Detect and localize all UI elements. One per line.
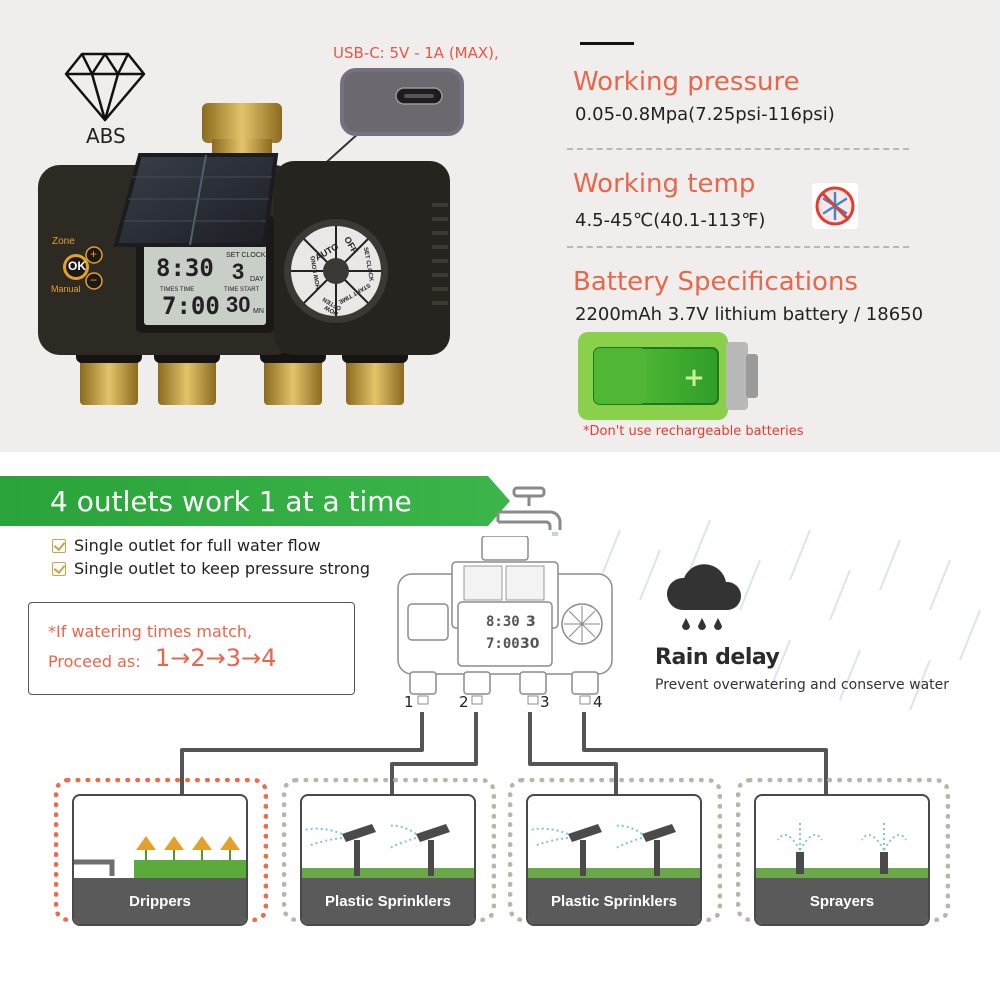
card-label: Sprayers [756,878,928,924]
battery-specs-title: Battery Specifications [573,267,858,297]
battery-icon: + [578,332,758,420]
svg-text:30: 30 [520,636,540,652]
material-label: ABS [86,124,126,148]
sprayer-illustration [756,820,928,886]
lcd-times-time-label: TIMES TIME [160,287,195,293]
card-label: Plastic Sprinklers [528,878,700,924]
svg-text:8:30: 8:30 [486,614,520,630]
product-specs-panel: ABS USB-C: 5V - 1A (MAX), [0,0,1000,452]
check-item-label: Single outlet to keep pressure strong [74,559,371,578]
rain-delay-title: Rain delay [655,645,780,670]
svg-text:7:00: 7:00 [486,636,520,652]
lcd-day-label: DAY [250,276,264,283]
rain-cloud-icon [666,564,742,630]
lcd-times-value: 7:00 [162,292,220,320]
battery-warning-note: *Don't use rechargeable batteries [583,424,804,439]
working-pressure-value: 0.05-0.8Mpa(7.25psi-116psi) [575,104,835,125]
outlet-number: 3 [540,693,550,711]
lcd-long-label: LONG [241,218,261,225]
rain-background [600,520,981,711]
usb-spec-label: USB-C: 5V - 1A (MAX), [333,44,499,62]
lcd-clock: 8:30 [156,254,214,282]
check-item: Single outlet to keep pressure strong [52,559,370,578]
note-line-1: *If watering times match, [48,622,253,641]
plastic-sprinklers-card: Plastic Sprinklers [526,794,702,926]
lcd-time-start-label: TIME START [224,287,260,293]
manual-button-label: Manual [51,284,81,294]
svg-text:+: + [683,363,705,393]
card-label: Plastic Sprinklers [302,878,474,924]
checkbox-icon [52,562,66,576]
checkbox-icon [52,539,66,553]
lcd-start-value: 30 [226,292,251,317]
faucet-icon [496,486,562,536]
check-item-label: Single outlet for full water flow [74,536,321,555]
lcd-long-value: 10 [244,226,263,245]
water-timer-device [38,103,450,405]
outlet-number: 2 [459,693,469,711]
zone-button-label: Zone [52,236,75,247]
check-item: Single outlet for full water flow [52,536,321,555]
working-pressure-title: Working pressure [573,67,800,97]
sprinkler-illustration [528,824,700,886]
outlet-number: 1 [404,693,414,711]
no-freeze-icon [812,183,858,229]
svg-text:3: 3 [526,614,536,630]
lcd-day-value: 3 [232,259,245,284]
divider [567,148,909,150]
outlets-banner: 4 outlets work 1 at a time [0,476,510,526]
sprayers-card: Sprayers [754,794,930,926]
battery-specs-value: 2200mAh 3.7V lithium battery / 18650 [575,304,924,325]
diamond-icon [64,52,146,122]
note-sequence: 1→2→3→4 [155,644,277,672]
card-label: Drippers [74,878,246,924]
working-temp-title: Working temp [573,169,756,199]
minus-button: − [90,273,98,287]
sprinkler-illustration [302,824,474,886]
rain-delay-description: Prevent overwatering and conserve water [655,677,949,693]
usb-c-port-icon [319,68,464,169]
dripper-plants-illustration [74,836,246,886]
working-temp-value: 4.5-45℃(40.1-113℉) [575,210,766,231]
ok-button: OK [68,259,86,273]
plus-button: + [90,247,98,261]
banner-title: 4 outlets work 1 at a time [50,485,412,518]
lcd-set-clock-label: SET CLOCK [226,252,266,259]
outlet-number: 4 [593,693,603,711]
sequence-note-box: *If watering times match, Proceed as: 1→… [28,602,355,695]
accent-bar [580,42,634,45]
note-line-2: Proceed as: [48,652,141,671]
plastic-sprinklers-card: Plastic Sprinklers [300,794,476,926]
drippers-card: Drippers [72,794,248,926]
divider [567,246,909,248]
timer-diagram: 8:30 3 7:00 30 [397,536,613,705]
lcd-mn-label: MN [253,308,264,315]
